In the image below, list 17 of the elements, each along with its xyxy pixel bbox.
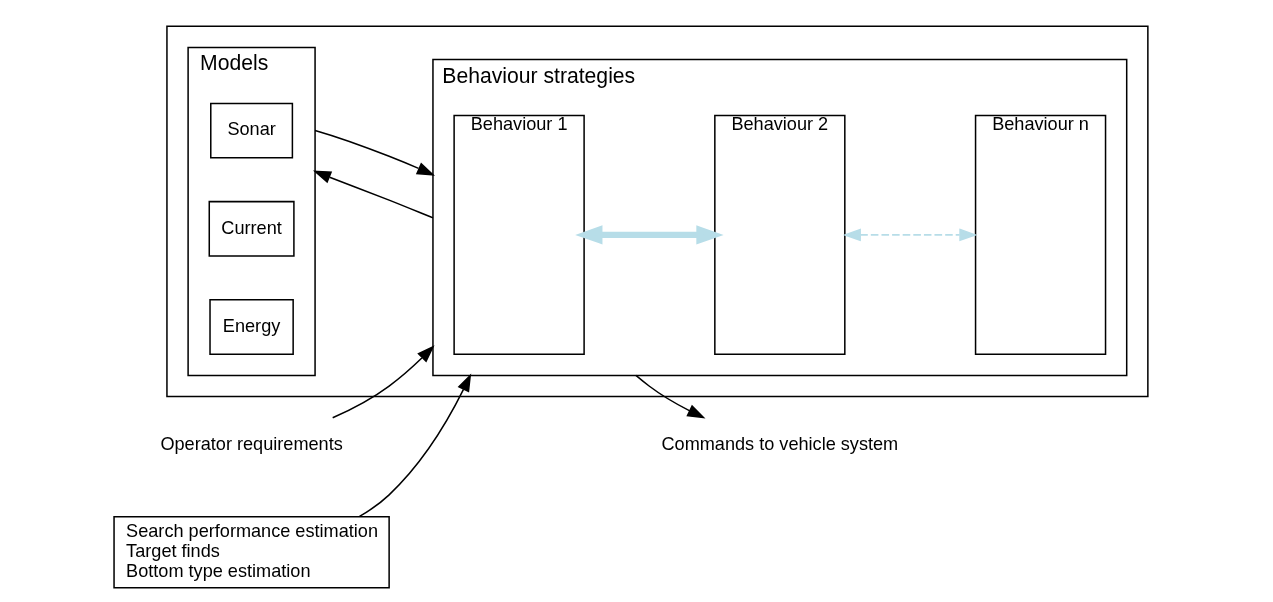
- arrow: [331, 345, 435, 419]
- node-box: Behaviour 1: [452, 114, 585, 356]
- arrow: [842, 228, 977, 242]
- node-box: Behaviour n: [974, 114, 1106, 356]
- node-text: Operator requirements: [159, 433, 343, 454]
- arrow: [313, 129, 435, 176]
- arrow: [358, 373, 471, 518]
- arrow: [574, 225, 724, 245]
- node-box: Energy: [208, 299, 294, 356]
- node-box: Current: [208, 200, 295, 257]
- arrow: [312, 170, 434, 219]
- node-box: Search performance estimation Target finds Bottom type estimation: [112, 516, 390, 589]
- node-box: Sonar: [209, 102, 293, 159]
- node-box: Behaviour 2: [713, 114, 846, 356]
- node-text: Commands to vehicle system: [660, 433, 898, 454]
- cluster: [165, 25, 1149, 398]
- arrow: [634, 374, 705, 419]
